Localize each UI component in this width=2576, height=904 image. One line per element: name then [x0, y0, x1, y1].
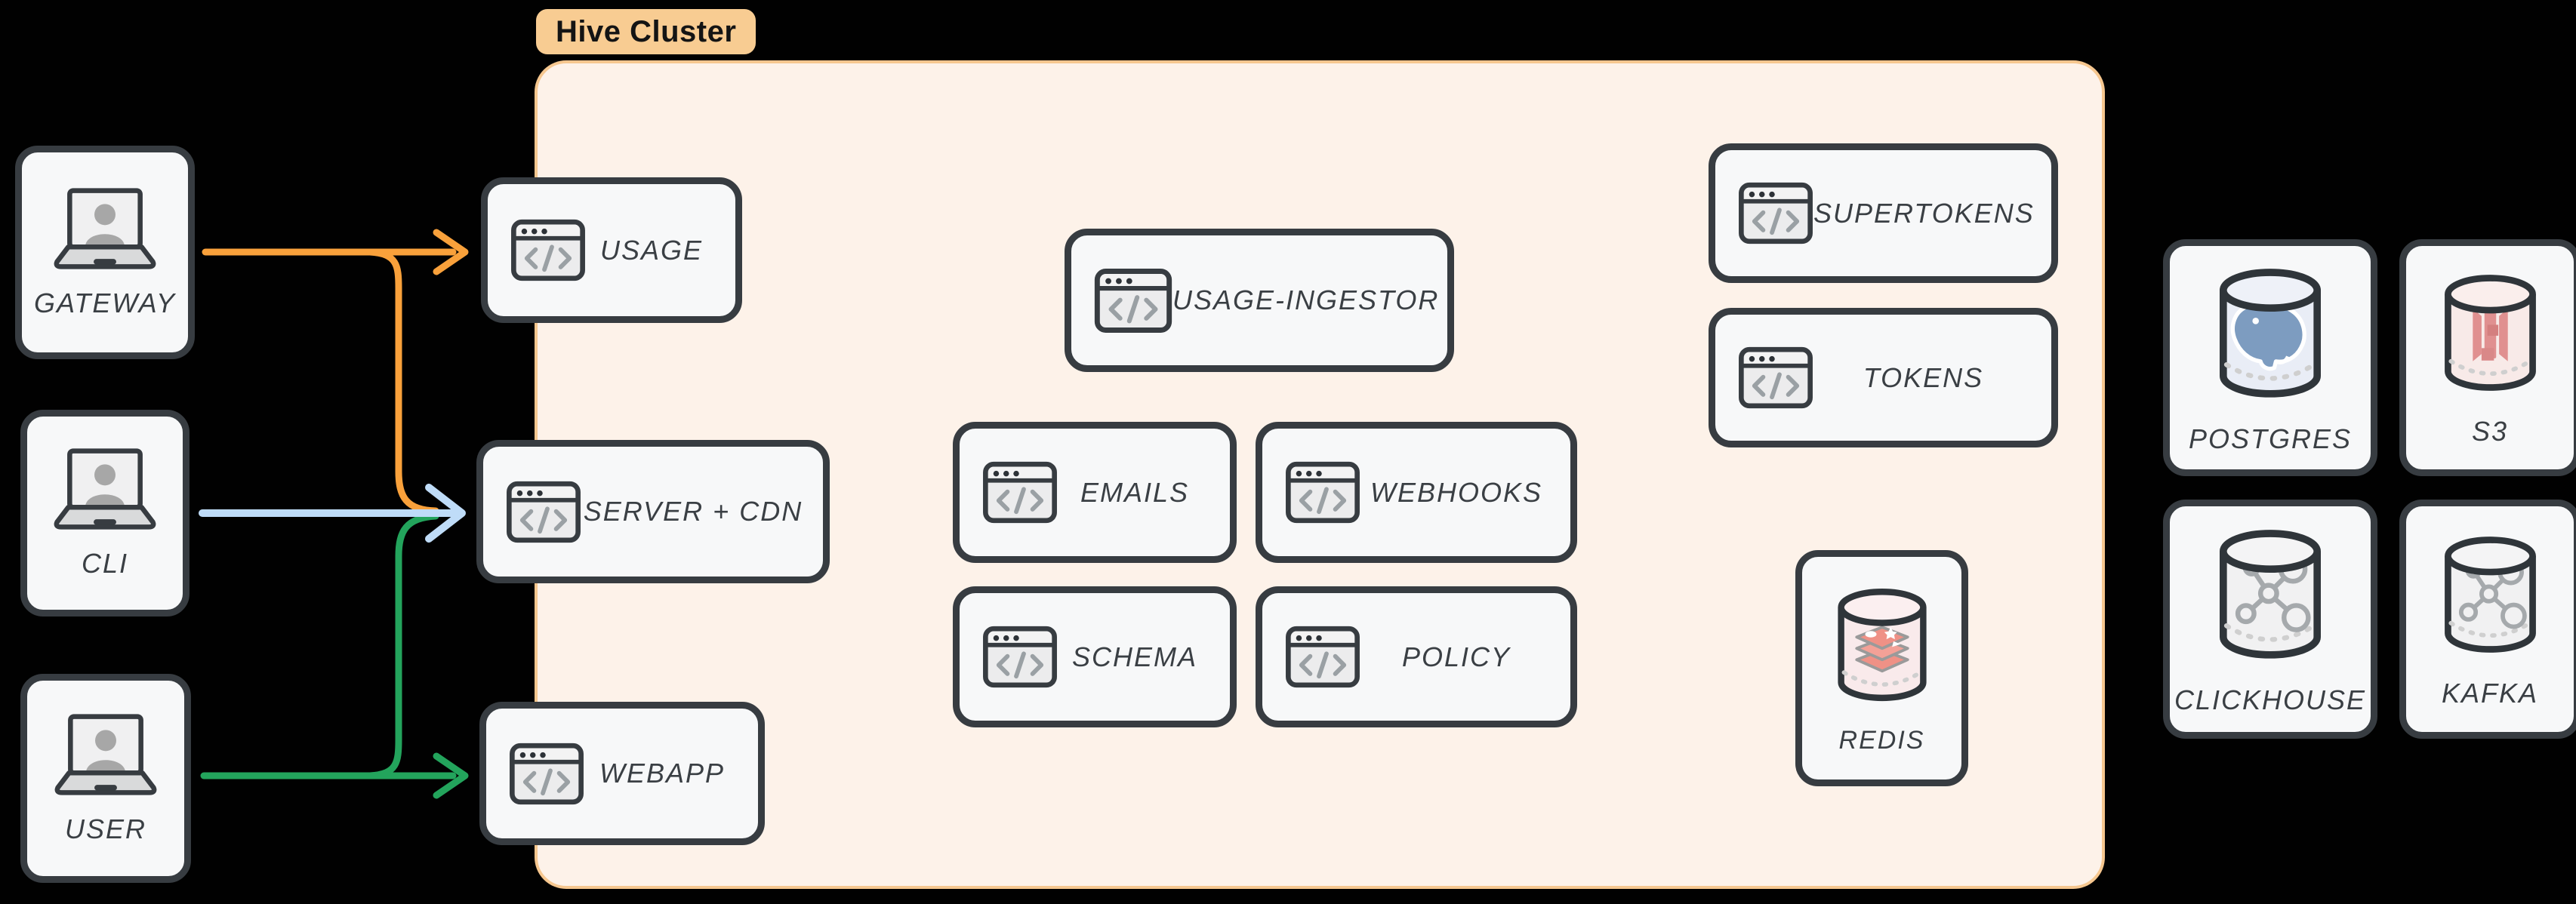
- node-label: SERVER + CDN: [583, 496, 803, 527]
- code-window-icon: [1285, 461, 1360, 524]
- code-window-icon: [509, 743, 584, 805]
- laptop-user-icon: [48, 186, 162, 271]
- node-label: POSTGRES: [2188, 423, 2353, 454]
- node-label: GATEWAY: [33, 287, 177, 318]
- s3-database-icon: [2432, 268, 2549, 399]
- code-window-icon: [510, 219, 586, 281]
- node-label: EMAILS: [1080, 476, 1190, 508]
- code-window-icon: [506, 481, 581, 543]
- node-label: WEBHOOKS: [1370, 476, 1543, 508]
- node-webapp: WEBAPP: [479, 702, 765, 845]
- node-label: USER: [64, 813, 147, 844]
- node-label: POLICY: [1401, 641, 1511, 672]
- node-supertokens: SUPERTOKENS: [1709, 143, 2058, 283]
- arrow-cli: [199, 484, 466, 543]
- node-postgres: POSTGRES: [2163, 239, 2377, 476]
- node-label: KAFKA: [2441, 677, 2539, 709]
- code-window-icon: [1738, 182, 1813, 244]
- code-window-icon: [982, 461, 1058, 524]
- node-schema: SCHEMA: [953, 586, 1237, 727]
- node-emails: EMAILS: [953, 422, 1237, 563]
- laptop-user-icon: [48, 447, 162, 531]
- node-label: REDIS: [1838, 725, 1925, 755]
- arrow-gateway: [202, 229, 469, 515]
- node-webhooks: WEBHOOKS: [1256, 422, 1577, 563]
- node-kafka: KAFKA: [2399, 500, 2576, 739]
- code-window-icon: [982, 626, 1058, 688]
- node-usage-ingestor: USAGE-INGESTOR: [1065, 229, 1454, 372]
- node-label: TOKENS: [1863, 361, 1984, 393]
- node-tokens: TOKENS: [1709, 308, 2058, 447]
- node-clickhouse: CLICKHOUSE: [2163, 500, 2377, 739]
- node-server-cdn: SERVER + CDN: [476, 440, 830, 583]
- postgres-database-icon: [2205, 261, 2335, 407]
- hive-cluster-badge: Hive Cluster: [536, 9, 756, 54]
- node-label: S3: [2471, 416, 2509, 447]
- code-window-icon: [1094, 268, 1172, 334]
- node-label: CLICKHOUSE: [2174, 684, 2367, 715]
- node-label: SUPERTOKENS: [1813, 197, 2035, 229]
- node-user: USER: [20, 674, 191, 883]
- node-gateway: GATEWAY: [15, 146, 195, 359]
- node-label: CLI: [81, 548, 129, 579]
- node-policy: POLICY: [1256, 586, 1577, 727]
- hive-cluster-badge-label: Hive Cluster: [556, 14, 737, 48]
- node-label: SCHEMA: [1071, 641, 1198, 672]
- arrow-user: [200, 512, 469, 799]
- node-label: USAGE: [599, 234, 704, 266]
- node-label: WEBAPP: [599, 758, 726, 789]
- node-redis: REDIS: [1795, 550, 1968, 786]
- kafka-database-icon: [2432, 530, 2549, 661]
- code-window-icon: [1285, 626, 1360, 688]
- laptop-user-icon: [49, 712, 162, 797]
- node-s3: S3: [2399, 239, 2576, 476]
- node-usage: USAGE: [481, 177, 742, 323]
- node-label: USAGE-INGESTOR: [1172, 284, 1440, 315]
- redis-database-icon: [1826, 582, 1939, 709]
- code-window-icon: [1738, 346, 1813, 409]
- clickhouse-database-icon: [2205, 522, 2335, 668]
- node-cli: CLI: [20, 410, 190, 617]
